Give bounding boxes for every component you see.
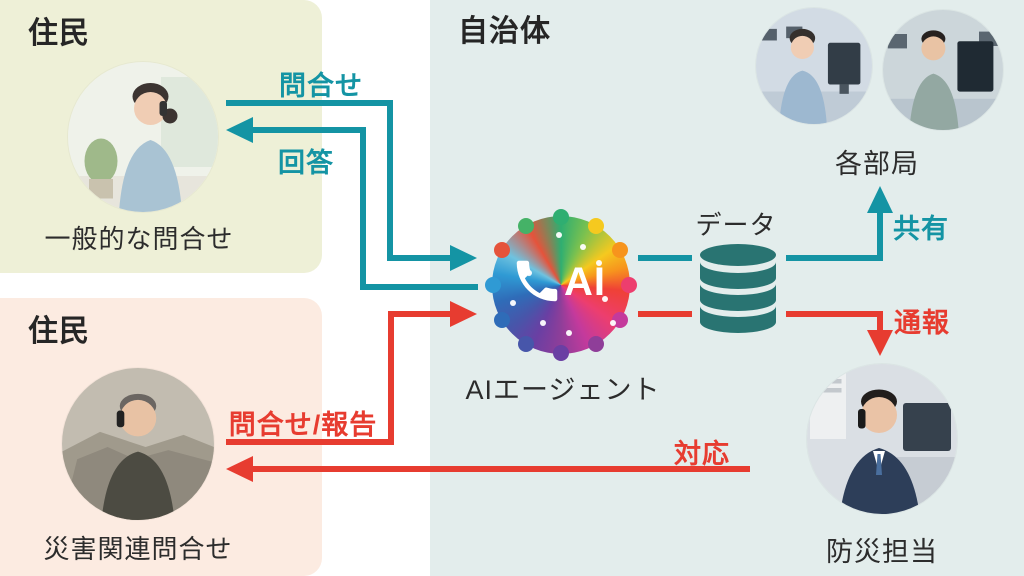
photo-office-man xyxy=(883,10,1003,130)
man-on-phone-disaster-illustration xyxy=(62,368,214,520)
staff-on-phone-illustration xyxy=(807,364,957,514)
report-label: 通報 xyxy=(894,308,950,338)
response-label: 対応 xyxy=(674,439,730,469)
photo-man-disaster xyxy=(62,368,214,520)
resident-general-title: 住民 xyxy=(28,17,90,50)
municipality-title: 自治体 xyxy=(458,15,551,48)
photo-office-woman xyxy=(756,8,872,124)
database-icon xyxy=(700,244,776,333)
photo-woman-general xyxy=(68,62,218,212)
ai-badge-text: AI xyxy=(564,260,606,304)
office-man-illustration xyxy=(883,10,1003,130)
office-woman-illustration xyxy=(756,8,872,124)
inquiry-report-label: 問合せ/報告 xyxy=(228,410,378,440)
woman-on-phone-illustration xyxy=(68,62,218,212)
disaster-staff-label: 防災担当 xyxy=(826,537,938,567)
answer-label: 回答 xyxy=(278,148,334,178)
photo-disaster-staff xyxy=(807,364,957,514)
departments-label: 各部局 xyxy=(835,149,919,179)
share-label: 共有 xyxy=(893,214,949,244)
data-label: データ xyxy=(695,210,777,240)
phone-icon xyxy=(516,260,558,302)
ai-agent-label: AIエージェント xyxy=(465,375,661,405)
ai-agent-icon: AI xyxy=(488,212,634,358)
disaster-inquiry-caption: 災害関連問合せ xyxy=(43,534,233,564)
resident-disaster-title: 住民 xyxy=(28,315,90,348)
ai-rainbow-circle xyxy=(492,216,630,354)
inquiry-label: 問合せ xyxy=(279,71,363,101)
general-inquiry-caption: 一般的な問合せ xyxy=(44,224,234,254)
